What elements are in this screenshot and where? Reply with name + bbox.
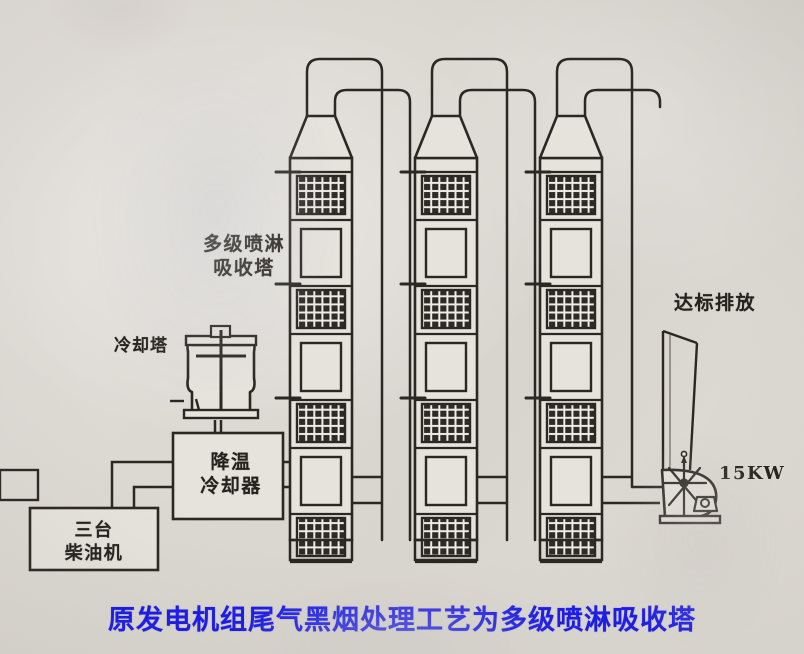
duct-tower3-to-fan: [602, 475, 662, 505]
diesel-engine-box: [28, 506, 160, 572]
label-diesel-engines: 三台 柴油机: [64, 520, 124, 565]
label-compliant-emission: 达标排放: [673, 292, 756, 314]
duct-diesel-to-cooler: [110, 460, 173, 508]
duct-cooler-to-tower1: [283, 460, 290, 489]
label-cooling-tower: 冷却塔: [114, 336, 168, 356]
tower-sumps: [288, 538, 604, 562]
flow-tick-marks: [274, 170, 552, 400]
absorption-tower-2: [413, 114, 479, 564]
cooling-tower-vessel: [170, 324, 260, 420]
label-cooler: 降温 冷却器: [200, 451, 262, 498]
duct-cooling-tower-to-cooler: [213, 420, 223, 433]
cooler-box: [171, 431, 285, 521]
overhead-pipes: [305, 57, 662, 542]
absorption-tower-3: [538, 114, 604, 564]
diagram-caption: 原发电机组尾气黑烟处理工艺为多级喷淋吸收塔: [108, 605, 696, 636]
exhaust-stack: [661, 329, 699, 471]
exhaust-fan: [0, 450, 722, 525]
absorption-tower-1: [288, 114, 354, 564]
label-fan-power: 15KW: [719, 463, 786, 484]
label-absorption-tower: 多级喷淋 吸收塔: [202, 233, 285, 280]
base-ducts: [352, 475, 507, 505]
